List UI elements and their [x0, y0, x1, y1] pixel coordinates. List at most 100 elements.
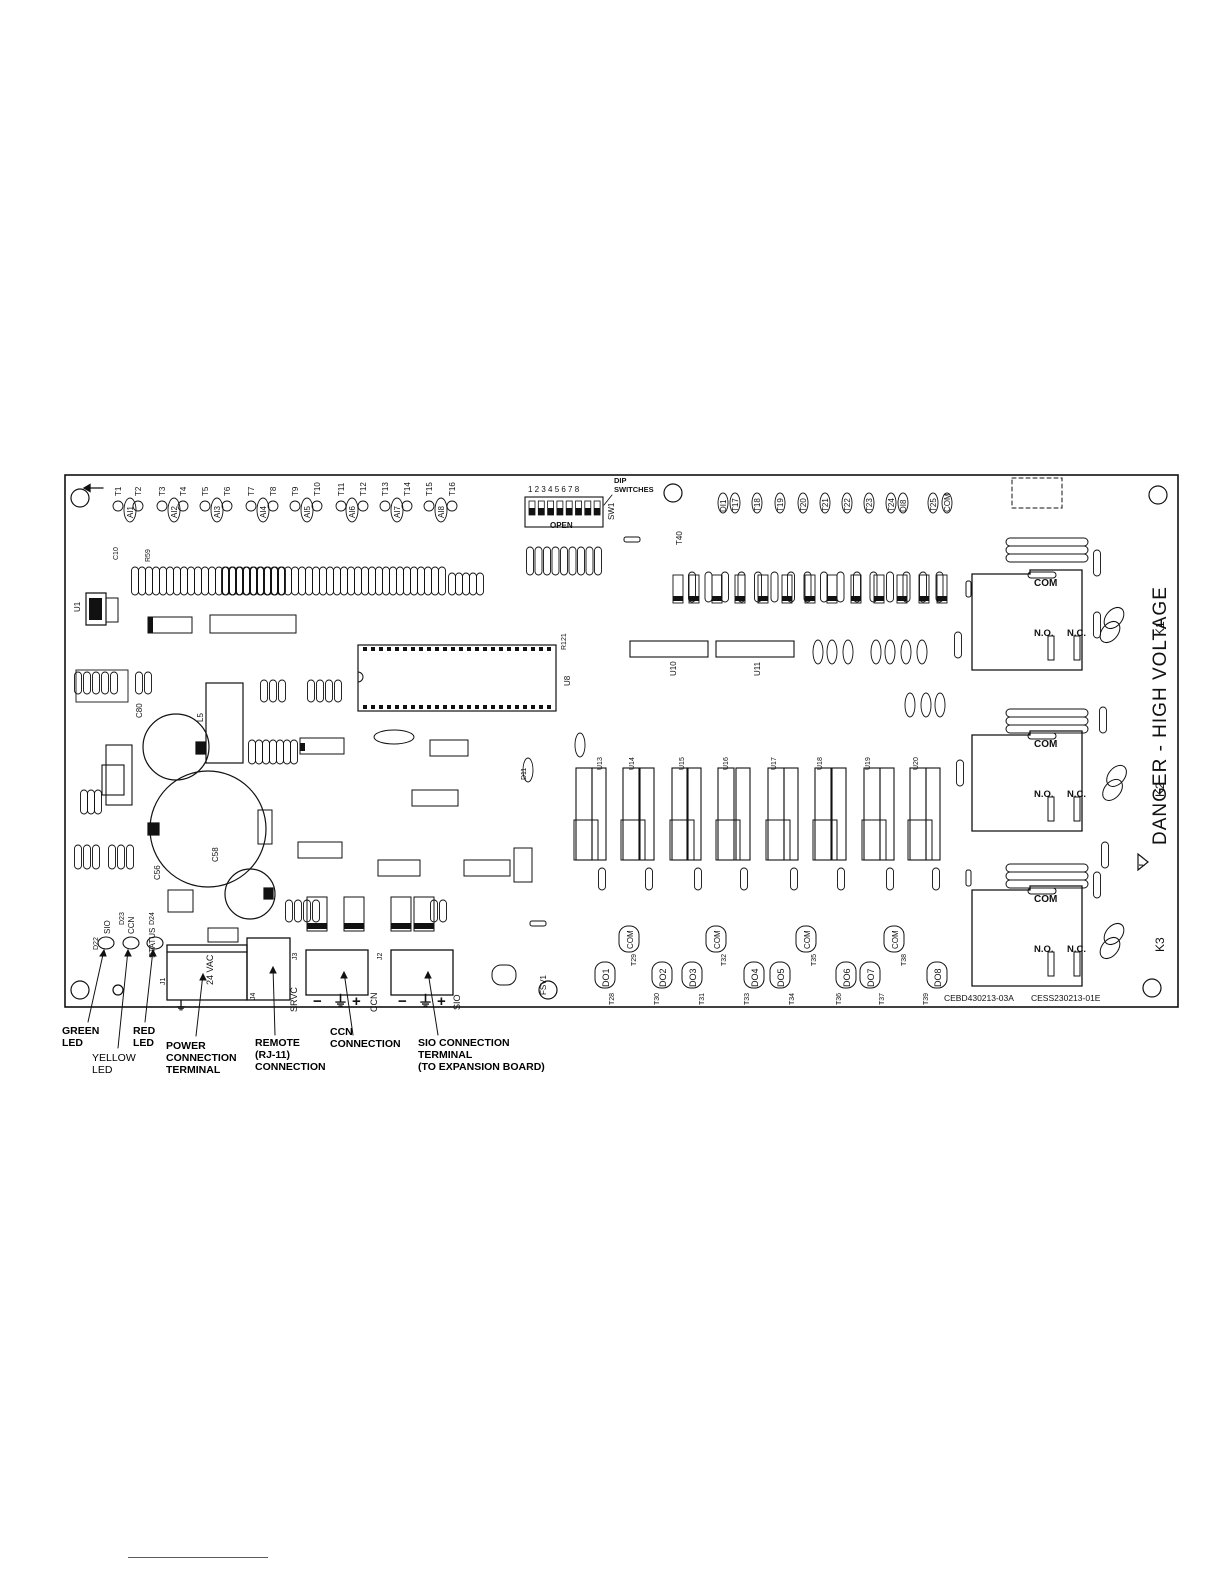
resistor: [201, 566, 209, 596]
terminal-label-t4: T4: [179, 486, 188, 496]
terminal-label-di1: DI1: [719, 499, 728, 512]
resistor: [1093, 871, 1101, 899]
board-outline: [64, 474, 1179, 1008]
resistor: [932, 867, 940, 891]
resistor: [585, 546, 594, 576]
terminal-pad: [221, 500, 233, 512]
svg-text:+: +: [352, 993, 361, 1010]
connector-label-24vac: 24 VAC: [205, 954, 215, 985]
terminal-pad: [751, 492, 763, 514]
resistor: [886, 571, 894, 603]
driver-chip: [622, 767, 640, 861]
resistor: [145, 566, 153, 596]
resistor: [431, 566, 439, 596]
dip-switch-toggle: [584, 508, 591, 515]
terminal-AI11: [491, 964, 517, 986]
dip-switch: 1 2 3 4 5 6 7 8 OPEN SW1 DIP SWITCHES: [524, 476, 654, 530]
resistor: [577, 546, 585, 576]
led-label-d23: D23: [119, 912, 126, 925]
callout-ccn-connection: CCN CONNECTION: [330, 1026, 401, 1050]
do-terminal-pad: [681, 961, 703, 989]
chip-U3b: [299, 737, 345, 755]
diode: [826, 574, 838, 604]
svg-text:+: +: [437, 993, 446, 1010]
resistor: [803, 571, 812, 603]
terminal-label-t15: T15: [425, 482, 434, 496]
resistor: [283, 739, 291, 765]
terminal-pad: [112, 500, 124, 512]
svg-text:U11: U11: [753, 661, 762, 676]
part-number-1: CEBD430213-03A: [944, 993, 1014, 1003]
analog-input-ai3: AI3: [213, 505, 222, 518]
resistor: [410, 566, 418, 596]
dip-switch-toggle: [547, 508, 554, 515]
svg-text:⏚: ⏚: [175, 999, 187, 1013]
dip-switch-toggle: [566, 508, 573, 515]
board-label: R59: [145, 549, 152, 562]
relay-nc-label: N.C.: [1067, 628, 1086, 639]
resistor: [298, 566, 306, 596]
led-label-d22: D22: [93, 937, 100, 950]
resistor: [439, 899, 447, 923]
capacitor-box: [715, 819, 741, 861]
resistor: [269, 739, 277, 765]
capacitor: [916, 639, 928, 665]
do-label-do7: DO7: [866, 968, 876, 987]
resistor: [1093, 549, 1101, 577]
crystal: [373, 729, 415, 745]
chip-U3: [147, 616, 193, 634]
resistor: [312, 899, 320, 923]
board-label: R121: [561, 633, 568, 650]
terminal-label-t6: T6: [223, 486, 232, 496]
resistor: [294, 899, 302, 923]
relay-name-k3: K3: [1153, 937, 1167, 952]
diode: [688, 574, 700, 604]
resistor: [248, 739, 256, 765]
terminal-label-t36: T36: [836, 993, 843, 1005]
terminal-label-t5: T5: [201, 486, 210, 496]
resistor: [276, 739, 284, 765]
led-label-sio: SIO: [103, 920, 112, 934]
resistor: [278, 679, 286, 703]
resistor: [173, 566, 181, 596]
terminal-pad: [345, 497, 359, 523]
svg-text:U10: U10: [669, 661, 678, 676]
fuse-block: [343, 896, 365, 932]
resistor: [305, 566, 313, 596]
footer-rule: [128, 1557, 268, 1558]
resistor: [138, 566, 146, 596]
callout-leaders: [87, 948, 439, 1049]
driver-chip: [925, 767, 941, 861]
resistor-array-right: [672, 549, 1109, 899]
do-terminal-pad: [651, 961, 673, 989]
terminal-pad: [123, 497, 137, 523]
resistor: [74, 671, 82, 695]
resistor: [594, 546, 602, 576]
relay-k2-body: [971, 730, 1083, 832]
callout-sio-connection: SIO CONNECTION TERMINAL (TO EXPANSION BO…: [418, 1037, 545, 1073]
svg-text:U8: U8: [563, 675, 572, 686]
com-terminal-pad: [795, 925, 817, 953]
mounting-holes: [70, 483, 1168, 1000]
resistor: [740, 867, 748, 891]
relay-nc-label: N.C.: [1067, 789, 1086, 800]
resistor: [152, 566, 160, 596]
resistor: [455, 572, 463, 596]
resistor: [438, 566, 446, 596]
resistor: [1099, 706, 1107, 734]
chip-U6: [377, 859, 421, 877]
svg-text:C58: C58: [211, 847, 220, 862]
resistor: [598, 867, 606, 891]
sio-connector-J2: [390, 949, 454, 996]
do-terminal-pad: [859, 961, 881, 989]
status-leds: [97, 936, 164, 950]
danger-text: DANGER - HIGH VOLTAGE: [1150, 586, 1171, 845]
terminal-label-com: COM: [943, 493, 952, 512]
do-label-do6: DO6: [842, 968, 852, 987]
resistor: [919, 571, 927, 603]
terminal-pad: [717, 492, 729, 514]
relay-com-label: COM: [1034, 578, 1057, 589]
terminal-pad: [267, 500, 279, 512]
